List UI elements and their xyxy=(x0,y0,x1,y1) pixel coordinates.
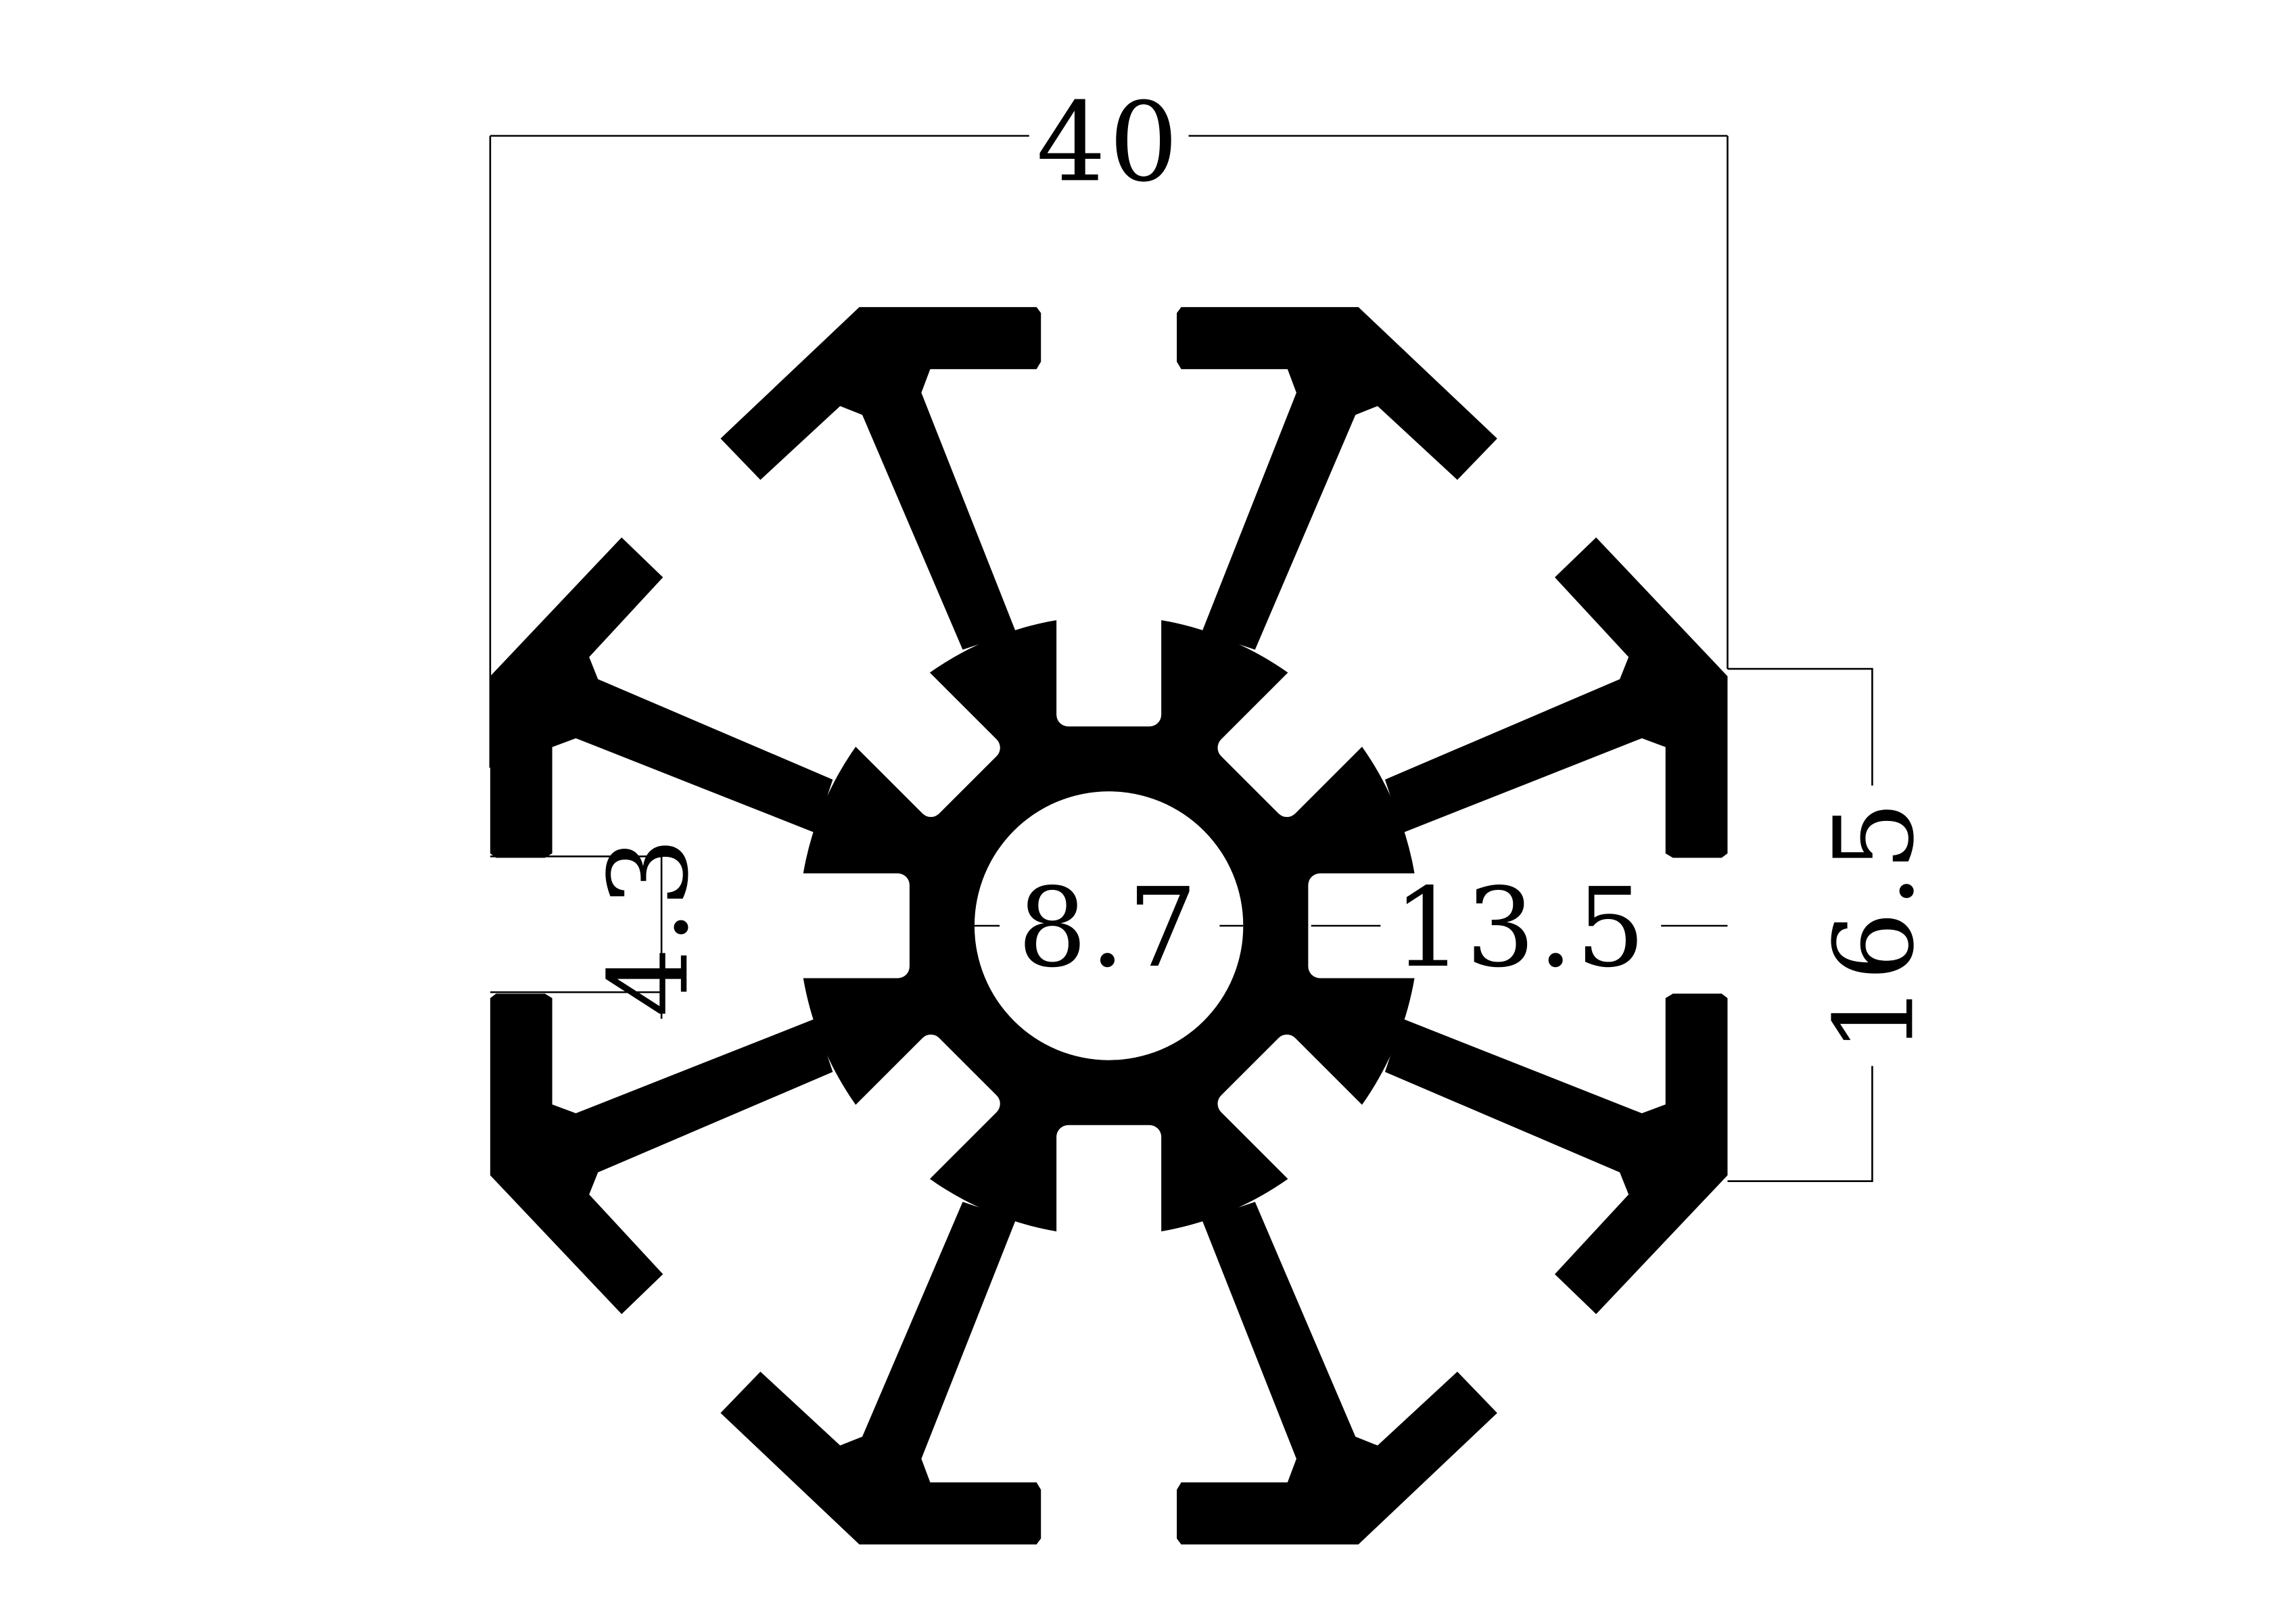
dimension-center-to-slot: 13.5 xyxy=(1311,865,1728,992)
dim-label-16-5: 16.5 xyxy=(1811,798,1938,1053)
dim-label-4-3: 4.3 xyxy=(586,834,713,1017)
dim-label-8-7: 8.7 xyxy=(1018,865,1200,992)
dimension-slot-pitch: 16.5 xyxy=(1727,667,1938,1183)
dimension-center-bore: 8.7 xyxy=(974,865,1244,992)
dim-label-40: 40 xyxy=(1036,79,1181,206)
center-bore xyxy=(974,791,1244,1060)
dimension-slot-width: 4.3 xyxy=(490,834,713,1019)
profile-body xyxy=(490,307,1728,1545)
dimension-overall-width: 40 xyxy=(489,79,1729,768)
dim-label-13-5: 13.5 xyxy=(1393,865,1648,992)
